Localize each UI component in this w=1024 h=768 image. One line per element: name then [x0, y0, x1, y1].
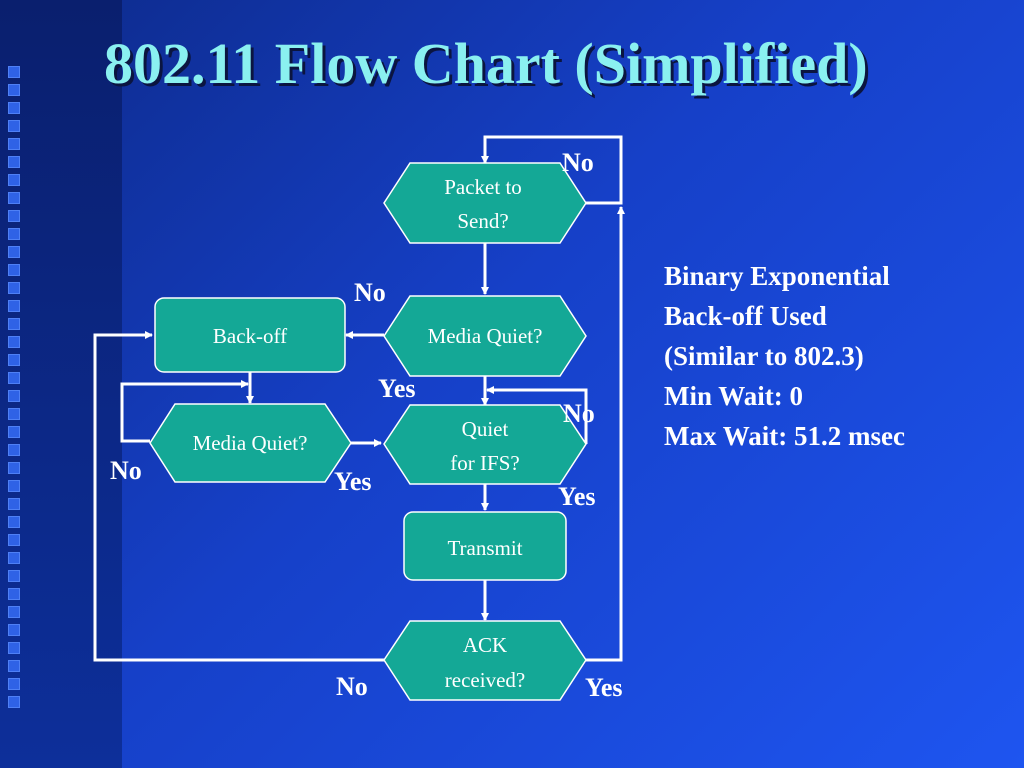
note-line: Back-off Used	[664, 301, 827, 331]
note-line: Binary Exponential	[664, 261, 890, 291]
decorative-square	[8, 660, 20, 672]
decorative-square	[8, 210, 20, 222]
node-packet-to-send-label-1: Packet to	[444, 175, 522, 199]
decorative-square	[8, 138, 20, 150]
decorative-square	[8, 84, 20, 96]
decorative-square	[8, 66, 20, 78]
node-quiet-for-ifs	[383, 404, 587, 485]
label-backoff-quiet-yes: Yes	[334, 467, 372, 496]
node-backoff-label: Back-off	[213, 324, 287, 348]
edge-ifs-no-loop	[486, 386, 588, 444]
decorative-square	[8, 300, 20, 312]
decorative-squares	[8, 66, 22, 714]
decorative-square	[8, 408, 20, 420]
label-ifs-yes: Yes	[558, 482, 596, 511]
connectors	[93, 135, 625, 662]
label-ack-no: No	[336, 672, 368, 701]
decorative-square	[8, 156, 20, 168]
label-backoff-quiet-no: No	[110, 456, 142, 485]
decorative-square	[8, 318, 20, 330]
note-line: Max Wait: 51.2 msec	[664, 421, 905, 451]
label-packet-no: No	[562, 148, 594, 177]
decorative-square	[8, 480, 20, 492]
left-decorative-strip	[0, 0, 122, 768]
node-packet-to-send	[383, 162, 587, 244]
decorative-square	[8, 102, 20, 114]
node-backoff	[154, 297, 346, 373]
decorative-square	[8, 444, 20, 456]
decorative-square	[8, 354, 20, 366]
node-ack-received-label-2: received?	[445, 668, 525, 692]
page-title: 802.11 Flow Chart (Simplified)	[104, 31, 868, 96]
decorative-square	[8, 192, 20, 204]
decorative-square	[8, 570, 20, 582]
edge-ack-yes-return	[586, 206, 625, 662]
label-media-quiet-yes: Yes	[378, 374, 416, 403]
decorative-square	[8, 390, 20, 402]
decorative-square	[8, 372, 20, 384]
decorative-square	[8, 552, 20, 564]
decorative-square	[8, 606, 20, 618]
decorative-square	[8, 426, 20, 438]
label-ifs-no: No	[563, 399, 595, 428]
node-media-quiet-main	[383, 295, 587, 377]
node-transmit	[403, 511, 567, 581]
decorative-square	[8, 282, 20, 294]
note-line: Min Wait: 0	[664, 381, 804, 411]
decorative-square	[8, 588, 20, 600]
node-ack-received	[383, 620, 587, 701]
node-media-quiet-main-label: Media Quiet?	[428, 324, 543, 348]
decorative-square	[8, 498, 20, 510]
decorative-square	[8, 462, 20, 474]
decorative-square	[8, 336, 20, 348]
decorative-square	[8, 264, 20, 276]
label-ack-yes: Yes	[585, 673, 623, 702]
decorative-square	[8, 228, 20, 240]
node-transmit-label: Transmit	[447, 536, 522, 560]
decorative-square	[8, 624, 20, 636]
edge-ack-no-backoff	[93, 331, 384, 662]
edge-backoff-quiet-no-loop	[120, 380, 249, 443]
note-line: (Similar to 802.3)	[664, 341, 864, 371]
node-media-quiet-backoff-label: Media Quiet?	[193, 431, 308, 455]
decorative-square	[8, 642, 20, 654]
decorative-square	[8, 516, 20, 528]
node-quiet-for-ifs-label-1: Quiet	[462, 417, 509, 441]
decorative-square	[8, 534, 20, 546]
decorative-square	[8, 678, 20, 690]
decorative-square	[8, 696, 20, 708]
node-ack-received-label-1: ACK	[463, 633, 507, 657]
decorative-square	[8, 246, 20, 258]
label-media-quiet-no: No	[354, 278, 386, 307]
decorative-square	[8, 120, 20, 132]
notes-panel: Binary Exponential Back-off Used (Simila…	[664, 256, 905, 456]
decorative-square	[8, 174, 20, 186]
node-media-quiet-backoff	[149, 403, 352, 483]
node-packet-to-send-label-2: Send?	[457, 209, 508, 233]
edge-packet-no-loop	[481, 135, 623, 205]
node-quiet-for-ifs-label-2: for IFS?	[450, 451, 519, 475]
